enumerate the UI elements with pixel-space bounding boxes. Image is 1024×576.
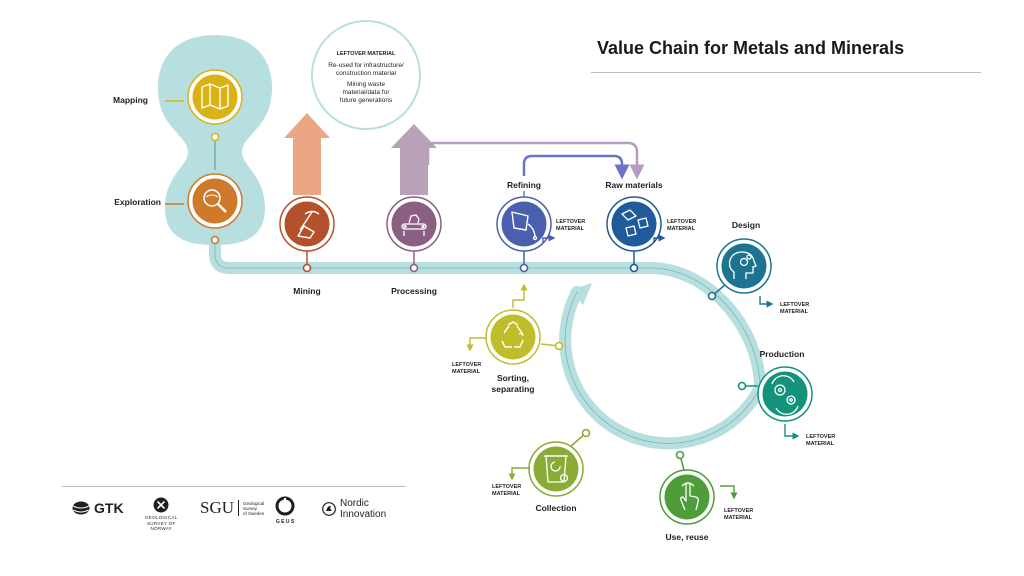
mining-node[interactable] — [279, 196, 335, 252]
production-label: Production — [760, 349, 805, 359]
production-leftover-2: MATERIAL — [806, 441, 835, 447]
note-line-3: Mining waste — [347, 81, 385, 88]
use-reuse-label: Use, reuse — [666, 532, 709, 542]
raw-leftover-2: MATERIAL — [667, 226, 696, 232]
note-heading: LEFTOVER MATERIAL — [337, 51, 396, 57]
ngu-logo: GEOLOGICAL SURVEY OF NORWAY — [145, 497, 178, 532]
sorting-leftover-1: LEFTOVER — [452, 362, 481, 368]
geus-mark-icon — [275, 496, 295, 516]
processing-to-raw-arrow — [426, 141, 645, 180]
design-leftover-arrow — [759, 296, 774, 308]
production-node[interactable] — [757, 366, 813, 422]
recycle-bin-icon — [544, 455, 569, 483]
magnifier-icon — [203, 189, 227, 213]
gtk-text: GTK — [94, 500, 124, 516]
ngu-mark-icon — [153, 497, 169, 513]
loop-arrowhead — [570, 283, 592, 305]
mining-label: Mining — [293, 286, 320, 296]
collection-leftover-2: MATERIAL — [492, 491, 521, 497]
raw-materials-label: Raw materials — [605, 180, 662, 190]
mining-up-arrow — [284, 113, 330, 195]
sgu-text: SGU — [200, 498, 235, 517]
raw-leftover-arrow — [653, 234, 666, 243]
design-leftover-1: LEFTOVER — [780, 302, 809, 308]
refining-leftover-1: LEFTOVER — [556, 219, 585, 225]
ngu-line-3: NORWAY — [150, 526, 172, 531]
production-leftover-arrow — [784, 424, 800, 440]
refining-label: Refining — [507, 180, 541, 190]
recycle-icon — [501, 321, 524, 348]
raw-leftover-1: LEFTOVER — [667, 219, 696, 225]
sorting-to-refining-arrow — [512, 283, 528, 308]
use-leftover-1: LEFTOVER — [724, 508, 753, 514]
raw-materials-node[interactable] — [606, 196, 662, 252]
refining-node[interactable] — [496, 196, 552, 252]
collection-leftover-arrow — [508, 467, 530, 481]
design-label: Design — [732, 220, 760, 230]
note-line-4: material/data for — [343, 89, 391, 96]
sorting-leftover-arrow — [466, 337, 486, 352]
leftover-note-circle — [311, 20, 421, 130]
refining-leftover-arrow — [542, 234, 556, 243]
exploration-label: Exploration — [114, 197, 161, 207]
sgu-line-2: Survey — [243, 505, 258, 511]
crucible-icon — [511, 211, 538, 241]
cubes-icon — [621, 209, 649, 237]
sgu-logo: SGU Geological Survey of Sweden — [200, 498, 264, 518]
mapping-node[interactable] — [187, 69, 243, 125]
nordic-swan-icon — [322, 502, 336, 516]
mapping-label: Mapping — [113, 95, 148, 105]
nordic-line-1: Nordic — [340, 498, 369, 509]
page-title: Value Chain for Metals and Minerals — [597, 38, 905, 58]
title-divider — [591, 72, 981, 73]
nordic-line-2: Innovation — [340, 509, 387, 520]
nordic-innovation-logo: Nordic Innovation — [322, 498, 386, 520]
gtk-logo: GTK — [72, 500, 124, 516]
use-reuse-node[interactable] — [659, 469, 715, 525]
processing-node[interactable] — [386, 196, 442, 252]
pickaxe-icon — [297, 210, 320, 239]
refining-to-raw-arrow — [522, 154, 630, 180]
ngu-line-2: SURVEY OF — [146, 520, 176, 526]
logo-divider — [62, 486, 406, 487]
gears-icon — [771, 375, 799, 415]
sorting-leftover-2: MATERIAL — [452, 369, 481, 375]
geus-text: G E U S — [275, 519, 295, 525]
design-node[interactable] — [716, 238, 772, 294]
note-line-5: future generations — [340, 97, 393, 104]
sgu-line-1: Geological — [243, 500, 265, 506]
gtk-mark-icon — [72, 501, 90, 515]
sgu-divider — [238, 500, 240, 516]
head-gears-icon — [728, 251, 757, 279]
note-line-1: Re-used for infrastructure/ — [328, 62, 404, 69]
sorting-node[interactable] — [485, 309, 541, 365]
map-icon — [201, 83, 229, 110]
collection-label: Collection — [535, 503, 576, 513]
processing-label: Processing — [391, 286, 437, 296]
conveyor-icon — [401, 214, 427, 236]
use-leftover-arrow — [720, 485, 738, 500]
ngu-line-1: GEOLOGICAL — [145, 515, 178, 520]
processing-up-arrow — [391, 124, 437, 195]
use-leftover-2: MATERIAL — [724, 515, 753, 521]
collection-leftover-1: LEFTOVER — [492, 484, 521, 490]
production-leftover-1: LEFTOVER — [806, 434, 835, 440]
geus-logo: G E U S — [275, 496, 295, 525]
sgu-line-3: of Sweden — [243, 510, 265, 516]
touch-hand-icon — [680, 482, 699, 511]
collection-node[interactable] — [528, 441, 584, 497]
sorting-label-2: separating — [492, 384, 535, 394]
note-line-2: construction material — [336, 70, 397, 77]
design-leftover-2: MATERIAL — [780, 309, 809, 315]
sorting-label-1: Sorting, — [497, 373, 529, 383]
refining-leftover-2: MATERIAL — [556, 226, 585, 232]
exploration-node[interactable] — [187, 173, 243, 229]
